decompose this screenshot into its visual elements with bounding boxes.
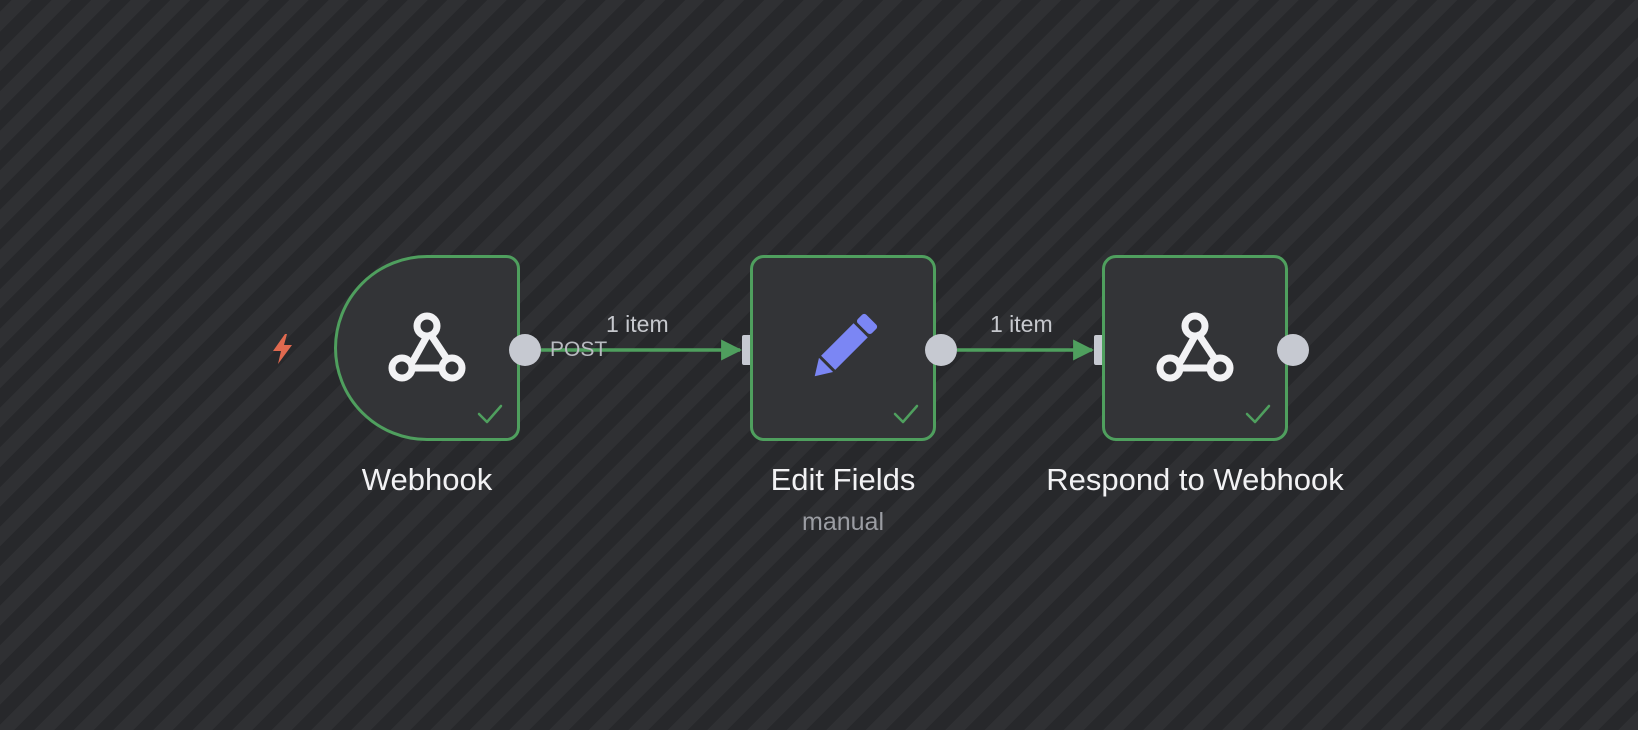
webhook-icon — [1156, 312, 1234, 382]
webhook-output-port[interactable] — [509, 334, 541, 366]
success-check-icon — [477, 404, 503, 424]
node-respond-to-webhook[interactable] — [1102, 255, 1288, 441]
success-check-icon — [893, 404, 919, 424]
pencil-icon — [814, 313, 878, 377]
node-title: Edit Fields — [770, 462, 916, 497]
node-subtitle: manual — [802, 508, 884, 536]
node-edit-fields[interactable] — [750, 255, 936, 441]
webhook-icon — [388, 312, 466, 382]
trigger-bolt-icon — [273, 334, 292, 364]
edit-fields-output-port[interactable] — [925, 334, 957, 366]
webhook-output-label: POST — [550, 338, 608, 361]
success-check-icon — [1245, 404, 1271, 424]
connection-item-count: 1 item — [606, 311, 669, 337]
node-webhook[interactable] — [334, 255, 520, 441]
connection-item-count: 1 item — [990, 311, 1053, 337]
node-title: Webhook — [361, 462, 493, 497]
node-title: Respond to Webhook — [1046, 462, 1344, 497]
respond-output-port[interactable] — [1277, 334, 1309, 366]
